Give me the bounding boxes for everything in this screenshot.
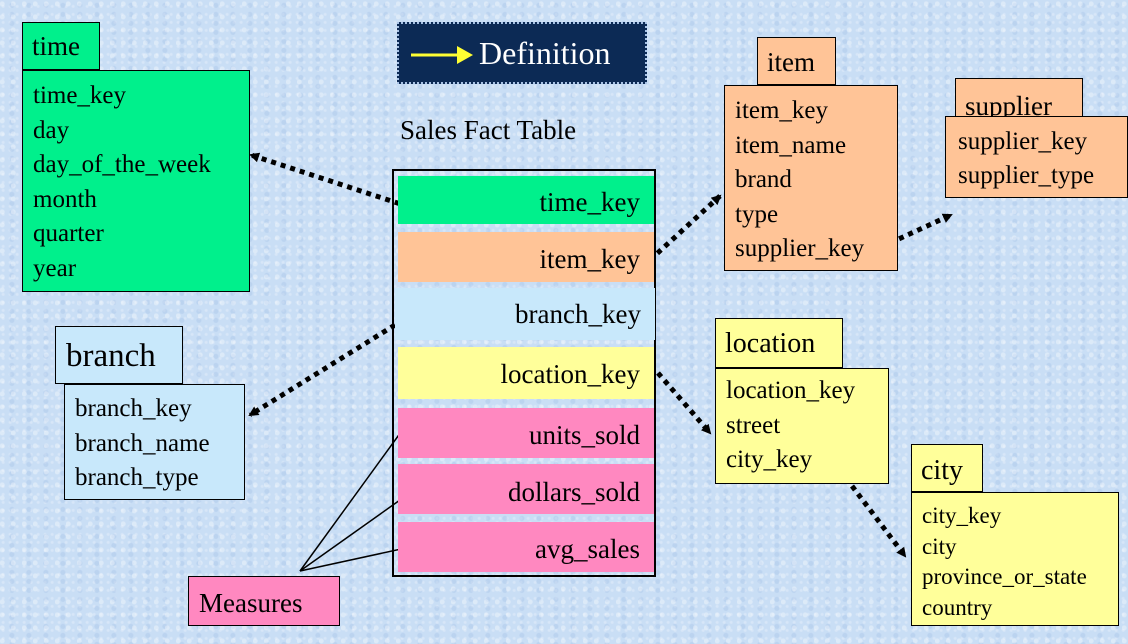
city-table-fields: city_key city province_or_state country bbox=[911, 492, 1119, 626]
location-field: city_key bbox=[726, 446, 813, 473]
fact-row-location-key: location_key bbox=[398, 347, 654, 399]
fact-table-title: Sales Fact Table bbox=[400, 115, 577, 145]
city-field: city bbox=[922, 533, 957, 559]
location-field: location_key bbox=[726, 377, 856, 404]
fact-row-time-key: time_key bbox=[398, 176, 654, 224]
branch-table-title: branch bbox=[55, 326, 183, 384]
supplier-table-fields: supplier_key supplier_type bbox=[945, 116, 1128, 198]
branch-field: branch_name bbox=[75, 429, 210, 457]
time-field: day_of_the_week bbox=[33, 151, 211, 178]
city-table-title: city bbox=[911, 444, 983, 492]
time-field: quarter bbox=[33, 220, 104, 247]
arrow-city bbox=[850, 484, 907, 558]
measures-line-3 bbox=[299, 545, 416, 572]
right-arrow-icon bbox=[409, 28, 475, 86]
item-table-fields: item_key item_name brand type supplier_k… bbox=[724, 85, 898, 271]
fact-row-avg-sales: avg_sales bbox=[398, 522, 654, 572]
item-table-title: item bbox=[757, 37, 836, 85]
time-field: month bbox=[33, 185, 97, 213]
time-table-fields: time_key day day_of_the_week month quart… bbox=[22, 70, 250, 292]
city-field: province_or_state bbox=[922, 564, 1087, 589]
measures-line-1 bbox=[299, 431, 402, 572]
branch-field: branch_type bbox=[75, 464, 199, 491]
time-field: day bbox=[33, 116, 70, 144]
arrow-item bbox=[648, 194, 722, 262]
fact-row-dollars-sold: dollars_sold bbox=[398, 464, 654, 514]
item-field: type bbox=[735, 200, 779, 228]
branch-table-fields: branch_key branch_name branch_type bbox=[64, 384, 245, 500]
measures-line-2 bbox=[299, 499, 401, 572]
time-field: year bbox=[33, 254, 77, 282]
location-field: street bbox=[726, 411, 781, 439]
definition-label: Definition bbox=[479, 35, 611, 71]
location-table-fields: location_key street city_key bbox=[715, 368, 889, 484]
branch-field: branch_key bbox=[75, 395, 192, 422]
arrow-location bbox=[656, 371, 712, 435]
time-table-title: time bbox=[22, 22, 100, 70]
city-field: city_key bbox=[922, 503, 1002, 528]
city-field: country bbox=[922, 594, 993, 620]
fact-row-units-sold: units_sold bbox=[398, 408, 654, 458]
arrow-branch bbox=[248, 322, 397, 418]
fact-row-branch-key: branch_key bbox=[395, 288, 655, 340]
item-field: item_key bbox=[735, 97, 829, 124]
location-table-title: location bbox=[715, 318, 843, 368]
supplier-field: supplier_type bbox=[958, 162, 1095, 189]
fact-table-border bbox=[392, 169, 656, 577]
time-field: time_key bbox=[33, 82, 127, 109]
supplier-field: supplier_key bbox=[958, 128, 1088, 155]
item-field: item_name bbox=[735, 131, 847, 159]
measures-label: Measures bbox=[188, 576, 340, 626]
fact-row-item-key: item_key bbox=[398, 232, 654, 282]
item-field: brand bbox=[735, 166, 792, 193]
definition-badge: Definition bbox=[397, 22, 647, 84]
arrow-supplier bbox=[888, 212, 953, 246]
item-field: supplier_key bbox=[735, 235, 865, 262]
